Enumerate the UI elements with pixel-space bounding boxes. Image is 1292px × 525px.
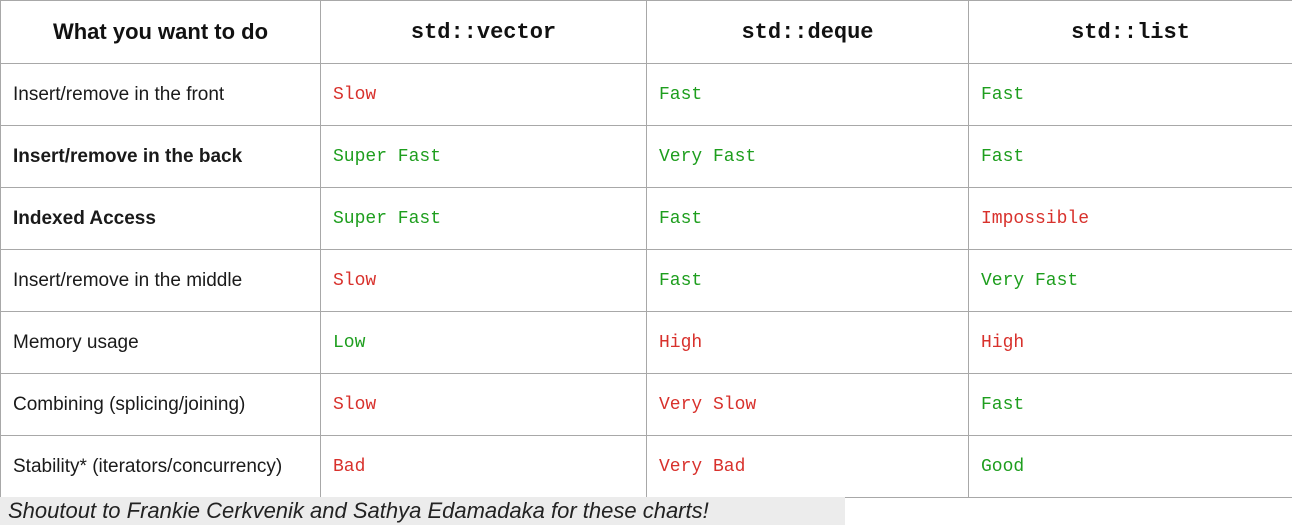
- deque-cell: Fast: [646, 249, 969, 312]
- task-cell: Memory usage: [0, 311, 321, 374]
- list-cell: Very Fast: [968, 249, 1292, 312]
- container-comparison-table: What you want to do std::vector std::deq…: [0, 0, 1292, 498]
- task-cell: Stability* (iterators/concurrency): [0, 435, 321, 498]
- header-task: What you want to do: [0, 0, 321, 64]
- deque-cell: Fast: [646, 63, 969, 126]
- vector-cell: Super Fast: [320, 187, 647, 250]
- task-cell: Insert/remove in the front: [0, 63, 321, 126]
- task-cell: Insert/remove in the middle: [0, 249, 321, 312]
- vector-cell: Super Fast: [320, 125, 647, 188]
- list-cell: Impossible: [968, 187, 1292, 250]
- task-cell: Indexed Access: [0, 187, 321, 250]
- vector-cell: Slow: [320, 249, 647, 312]
- vector-cell: Bad: [320, 435, 647, 498]
- header-deque: std::deque: [646, 0, 969, 64]
- deque-cell: Very Bad: [646, 435, 969, 498]
- list-cell: Fast: [968, 125, 1292, 188]
- vector-cell: Slow: [320, 63, 647, 126]
- deque-cell: Very Slow: [646, 373, 969, 436]
- list-cell: Fast: [968, 63, 1292, 126]
- header-row: What you want to do std::vector std::deq…: [0, 0, 1292, 64]
- list-cell: High: [968, 311, 1292, 374]
- list-cell: Fast: [968, 373, 1292, 436]
- deque-cell: High: [646, 311, 969, 374]
- vector-cell: Low: [320, 311, 647, 374]
- table-header: What you want to do std::vector std::deq…: [0, 0, 1292, 64]
- vector-cell: Slow: [320, 373, 647, 436]
- task-cell: Combining (splicing/joining): [0, 373, 321, 436]
- header-list: std::list: [968, 0, 1292, 64]
- header-vector: std::vector: [320, 0, 647, 64]
- caption: Shoutout to Frankie Cerkvenik and Sathya…: [0, 497, 845, 525]
- comparison-table-container: What you want to do std::vector std::deq…: [0, 0, 1292, 498]
- task-cell: Insert/remove in the back: [0, 125, 321, 188]
- list-cell: Good: [968, 435, 1292, 498]
- deque-cell: Fast: [646, 187, 969, 250]
- deque-cell: Very Fast: [646, 125, 969, 188]
